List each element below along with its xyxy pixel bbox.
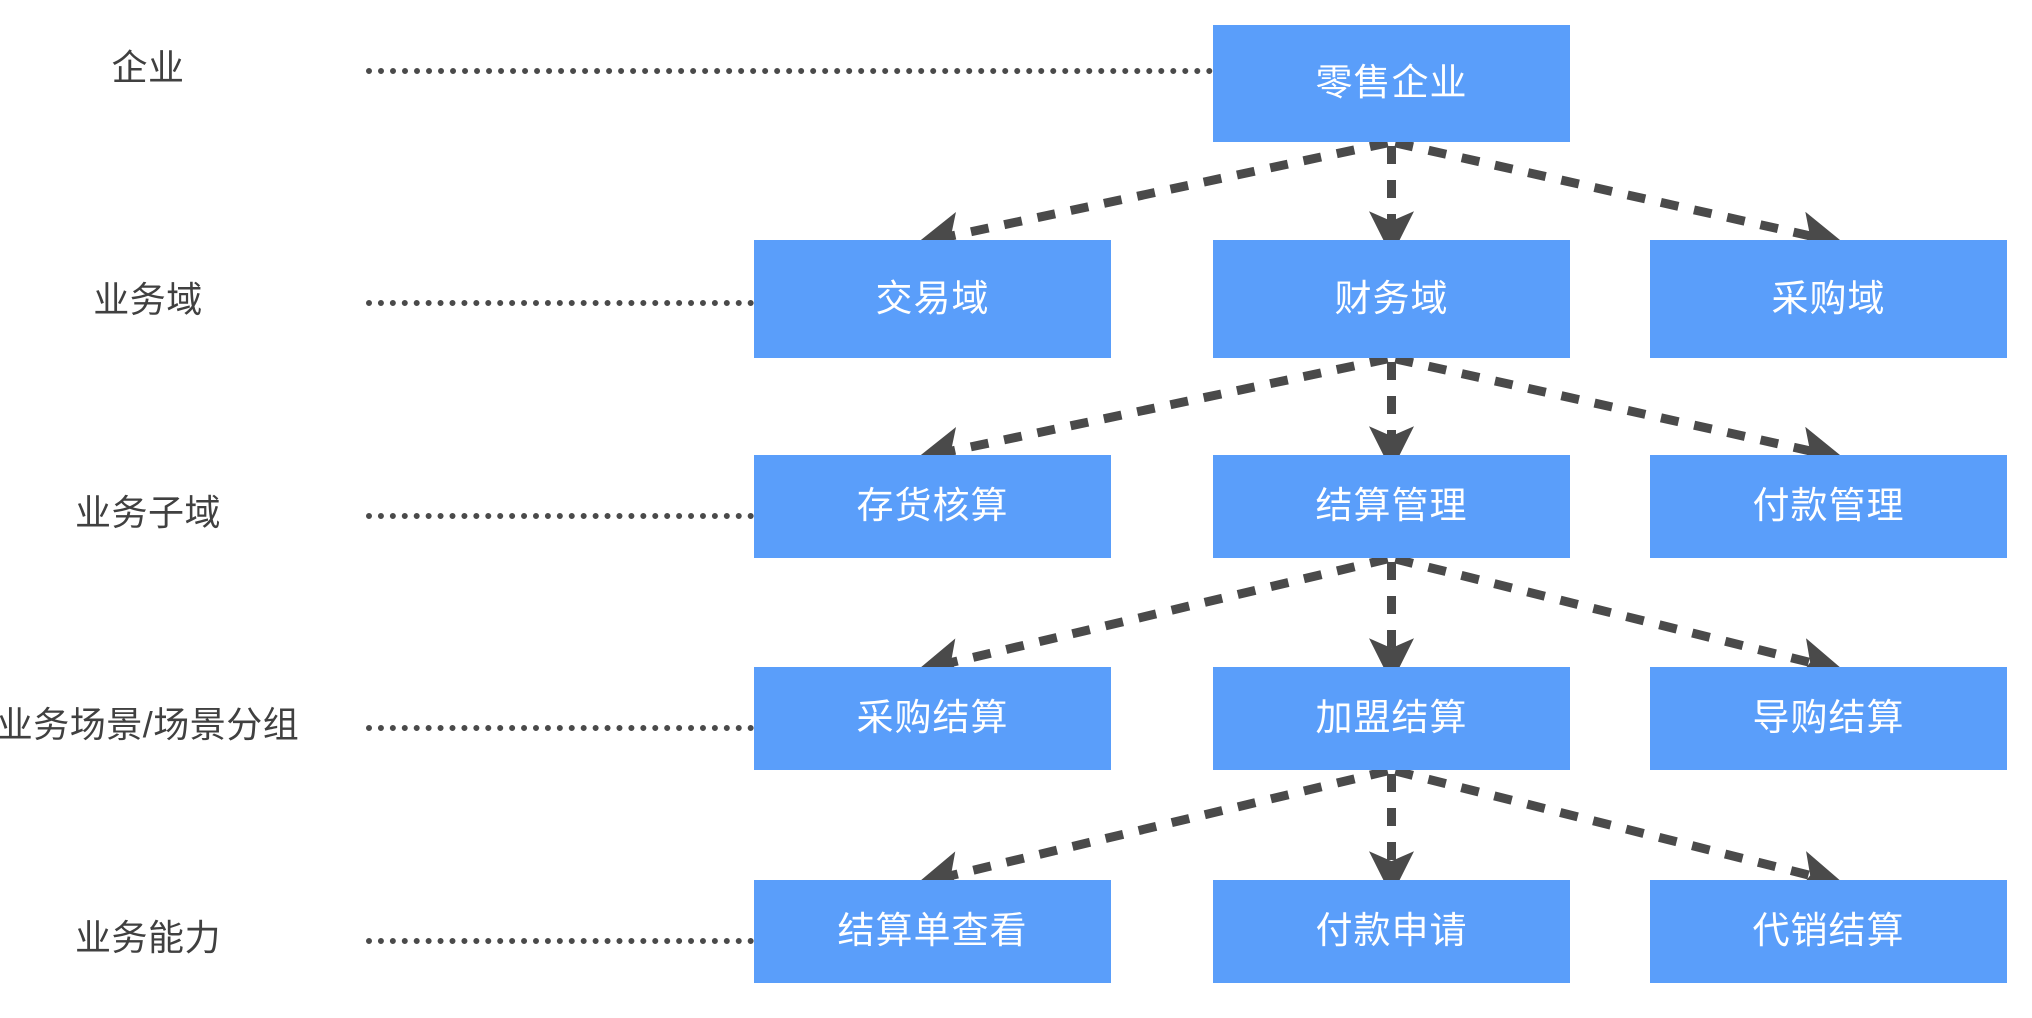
node-business-domain-2[interactable]: 财务域: [1213, 240, 1570, 358]
node-business-subdomain-1[interactable]: 存货核算: [754, 455, 1111, 558]
edge-3: [1394, 138, 1845, 256]
row-label-business-scenario: 业务场景/场景分组: [0, 704, 300, 746]
node-business-domain-1[interactable]: 交易域: [754, 240, 1111, 358]
node-business-capability-2[interactable]: 付款申请: [1213, 880, 1570, 983]
edge-1: [916, 138, 1389, 256]
row-label-enterprise: 企业: [111, 47, 185, 89]
node-business-scenario-2[interactable]: 加盟结算: [1213, 667, 1570, 770]
row-label-business-domain: 业务域: [93, 279, 203, 321]
node-business-domain-3[interactable]: 采购域: [1650, 240, 2007, 358]
edge-6: [1394, 354, 1845, 471]
edge-4: [916, 354, 1389, 472]
node-business-scenario-3[interactable]: 导购结算: [1650, 667, 2007, 770]
leader-line-business-domain: [366, 300, 754, 306]
node-business-scenario-1[interactable]: 采购结算: [754, 667, 1111, 770]
leader-line-business-capability: [366, 938, 754, 944]
edge-10: [916, 766, 1389, 896]
leader-line-business-subdomain: [366, 513, 754, 519]
leader-line-enterprise: [366, 68, 1213, 74]
node-business-capability-1[interactable]: 结算单查看: [754, 880, 1111, 983]
node-enterprise-1[interactable]: 零售企业: [1213, 25, 1570, 142]
edge-9: [1394, 554, 1845, 682]
edge-7: [916, 554, 1389, 683]
node-business-subdomain-2[interactable]: 结算管理: [1213, 455, 1570, 558]
leader-line-business-scenario: [366, 725, 754, 731]
node-business-capability-3[interactable]: 代销结算: [1650, 880, 2007, 983]
edge-12: [1394, 766, 1845, 895]
node-business-subdomain-3[interactable]: 付款管理: [1650, 455, 2007, 558]
row-label-business-subdomain: 业务子域: [74, 492, 221, 534]
row-label-business-capability: 业务能力: [74, 917, 221, 959]
